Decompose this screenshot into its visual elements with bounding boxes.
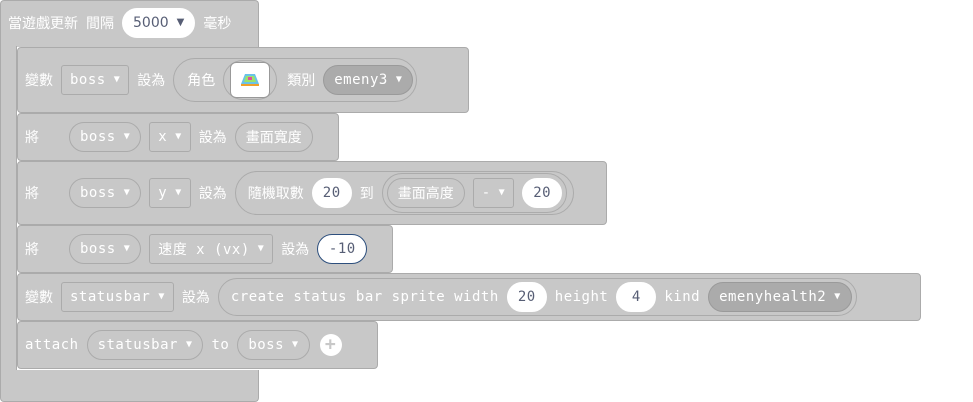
velocity-value-input[interactable]: -10 <box>317 234 368 264</box>
hat-row: 當遊戲更新 間隔 5000 ▼ 毫秒 <box>8 8 231 38</box>
block1-row: 變數 boss ▼ 設為 角色 類別 emeny3 ▼ <box>25 58 418 102</box>
height-label: height <box>554 289 609 305</box>
on-game-update-block-footer <box>0 370 259 402</box>
variable-label: 變數 <box>25 73 53 89</box>
set-to-label: 設為 <box>281 242 310 258</box>
random-range-reporter[interactable]: 隨機取數 20 到 畫面高度 - ▼ 20 <box>234 171 575 215</box>
operator-value: - <box>481 185 491 201</box>
variable-name: boss <box>80 129 116 145</box>
event-label: 當遊戲更新 <box>8 16 78 32</box>
caret-down-icon: ▼ <box>113 74 121 85</box>
create-status-bar-reporter[interactable]: create status bar sprite width 20 height… <box>217 278 857 316</box>
height-input[interactable]: 4 <box>616 282 657 312</box>
variable-label: 變數 <box>25 290 53 306</box>
caret-down-icon: ▼ <box>176 17 185 28</box>
subtract-reporter[interactable]: 畫面高度 - ▼ 20 <box>381 173 568 213</box>
interval-label: 間隔 <box>86 16 114 32</box>
interval-input[interactable]: 5000 ▼ <box>122 8 196 38</box>
set-to-label: 設為 <box>198 130 227 146</box>
variable-dropdown[interactable]: statusbar ▼ <box>61 282 174 312</box>
interval-value: 5000 <box>133 15 169 31</box>
set-label: 將 <box>25 242 39 258</box>
kind-dropdown[interactable]: emeny3 ▼ <box>323 65 414 95</box>
screen-width-label: 畫面寬度 <box>245 130 302 146</box>
status-bar-dropdown[interactable]: statusbar ▼ <box>86 330 204 360</box>
operand-value: 20 <box>533 185 552 201</box>
height-value: 4 <box>631 289 641 305</box>
velocity-value: -10 <box>328 241 356 257</box>
block4-row: 將 boss ▼ 速度 x (vx) ▼ 設為 -10 <box>25 234 368 264</box>
caret-down-icon: ▼ <box>123 131 131 142</box>
sprite-image-reporter[interactable] <box>223 60 278 100</box>
property-name: x <box>158 129 168 145</box>
width-input[interactable]: 20 <box>506 282 547 312</box>
set-to-label: 設為 <box>137 73 166 89</box>
kind-label: 類別 <box>287 73 316 89</box>
caret-down-icon: ▼ <box>158 291 165 302</box>
sprite-kind-reporter[interactable]: 角色 類別 emeny3 ▼ <box>173 58 418 102</box>
kind-value: emeny3 <box>334 72 388 88</box>
caret-down-icon: ▼ <box>395 74 403 85</box>
unit-label: 毫秒 <box>203 16 232 32</box>
set-label: 將 <box>25 130 39 146</box>
plus-circle-icon[interactable]: + <box>319 334 342 356</box>
sprite-thumbnail-icon[interactable] <box>230 62 271 98</box>
caret-down-icon: ▼ <box>123 187 131 198</box>
operand-input[interactable]: 20 <box>522 178 563 208</box>
block5-row: 變數 statusbar ▼ 設為 create status bar spri… <box>25 278 857 316</box>
sprite-label: 角色 <box>187 73 216 89</box>
variable-name: statusbar <box>70 289 151 305</box>
caret-down-icon: ▼ <box>834 291 841 302</box>
create-status-bar-label: create status bar sprite width <box>230 289 499 305</box>
variable-name: boss <box>80 185 116 201</box>
random-to-label: 到 <box>359 186 374 202</box>
random-label: 隨機取數 <box>247 186 304 202</box>
set-label: 將 <box>25 186 39 202</box>
kind-label: kind <box>664 289 701 305</box>
set-to-label: 設為 <box>198 186 227 202</box>
block2-row: 將 boss ▼ x ▼ 設為 畫面寬度 <box>25 122 313 152</box>
caret-down-icon: ▼ <box>292 339 299 350</box>
block6-row: attach statusbar ▼ to boss ▼ + <box>25 330 342 360</box>
property-name: y <box>158 185 168 201</box>
screen-height-reporter[interactable]: 畫面高度 <box>386 178 465 208</box>
random-from-input[interactable]: 20 <box>311 178 352 208</box>
block3-row: 將 boss ▼ y ▼ 設為 隨機取數 20 到 畫面高度 - ▼ 20 <box>25 171 575 215</box>
screen-width-reporter[interactable]: 畫面寬度 <box>234 122 313 152</box>
attach-label: attach <box>25 337 79 353</box>
target-name: boss <box>248 337 285 353</box>
caret-down-icon: ▼ <box>185 339 193 350</box>
variable-dropdown[interactable]: boss ▼ <box>69 178 142 208</box>
to-label: to <box>211 337 230 353</box>
variable-dropdown[interactable]: boss ▼ <box>69 122 142 152</box>
variable-name: boss <box>80 241 116 257</box>
caret-down-icon: ▼ <box>257 243 265 254</box>
variable-name: boss <box>70 72 106 88</box>
status-bar-name: statusbar <box>97 337 178 353</box>
random-from-value: 20 <box>322 185 341 201</box>
caret-down-icon: ▼ <box>175 187 182 198</box>
property-name: 速度 x (vx) <box>158 242 250 258</box>
on-game-update-block-arm <box>0 46 17 371</box>
variable-dropdown[interactable]: boss ▼ <box>69 234 142 264</box>
property-dropdown[interactable]: y ▼ <box>149 178 191 208</box>
operator-dropdown[interactable]: - ▼ <box>472 178 515 208</box>
screen-height-label: 畫面高度 <box>397 186 454 202</box>
caret-down-icon: ▼ <box>175 131 182 142</box>
kind-value: emenyhealth2 <box>719 289 827 305</box>
variable-dropdown[interactable]: boss ▼ <box>61 65 130 95</box>
set-to-label: 設為 <box>181 290 210 306</box>
property-dropdown[interactable]: x ▼ <box>149 122 191 152</box>
width-value: 20 <box>517 289 536 305</box>
property-dropdown[interactable]: 速度 x (vx) ▼ <box>149 234 274 264</box>
target-dropdown[interactable]: boss ▼ <box>237 330 310 360</box>
caret-down-icon: ▼ <box>498 187 506 198</box>
kind-dropdown[interactable]: emenyhealth2 ▼ <box>708 282 852 312</box>
caret-down-icon: ▼ <box>123 243 131 254</box>
